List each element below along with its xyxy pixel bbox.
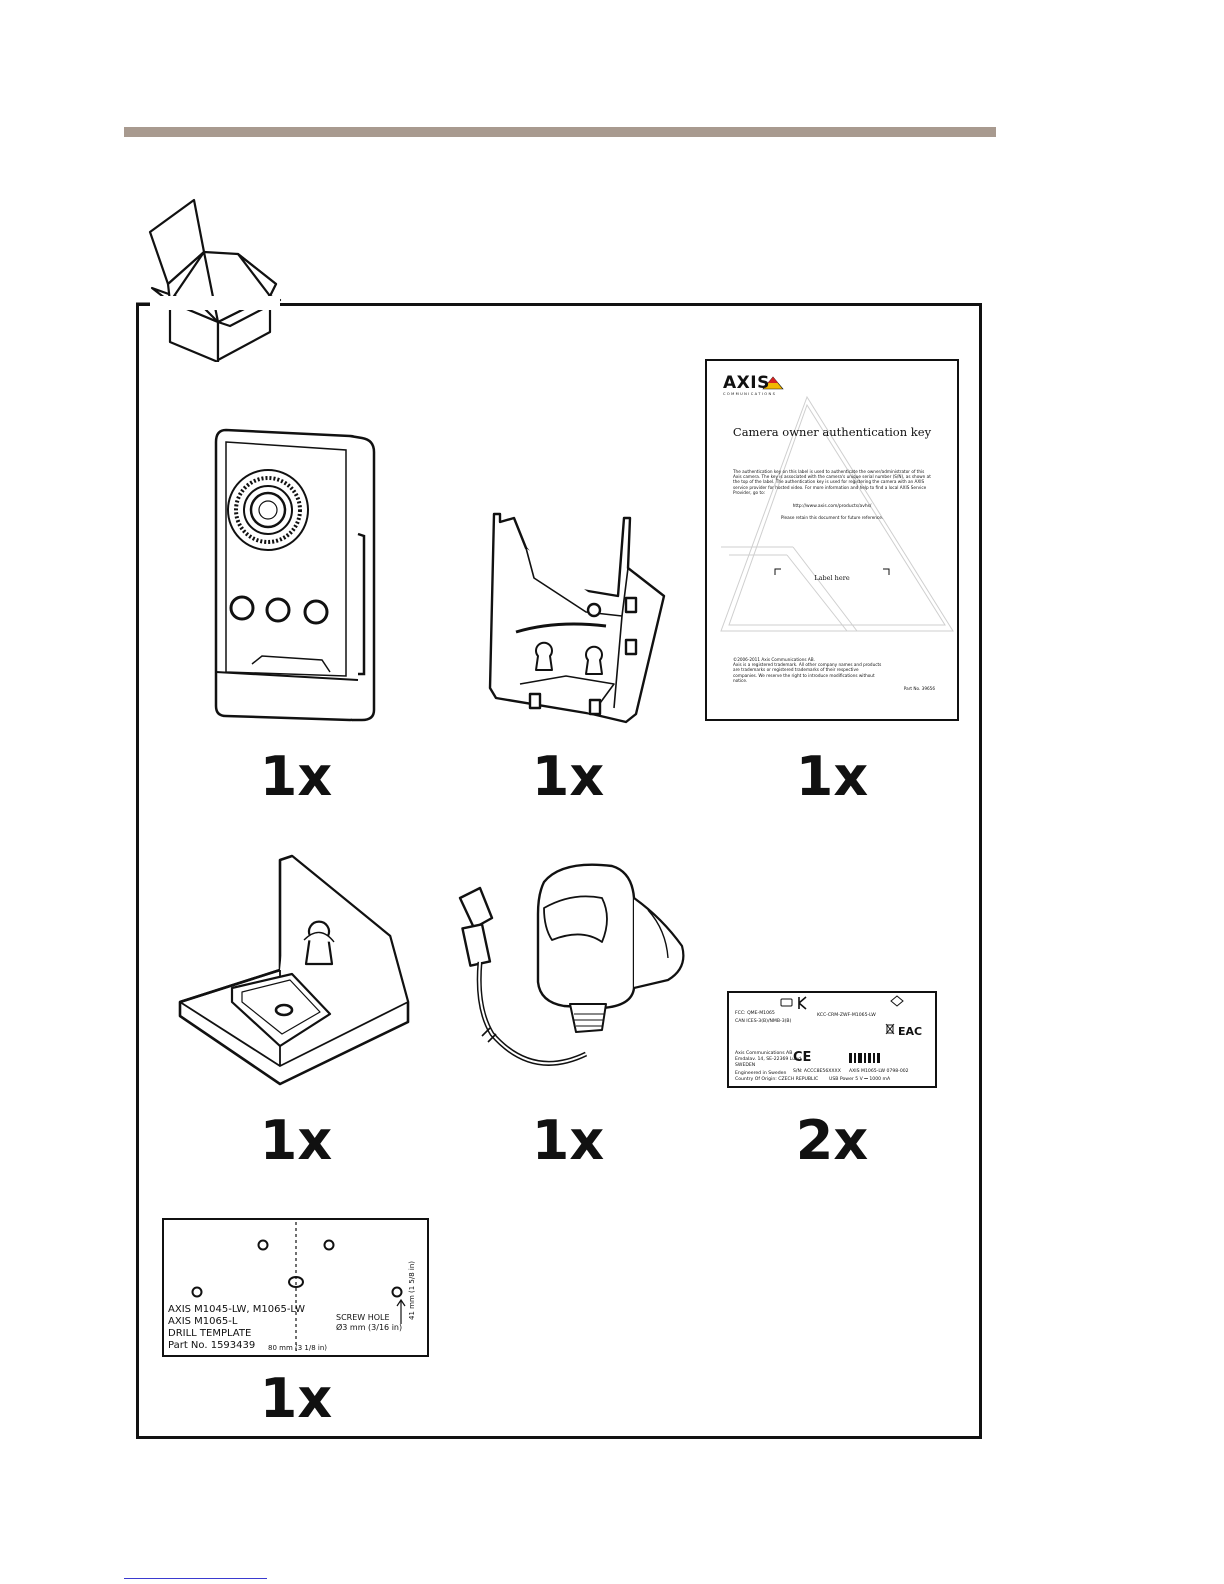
document-title: Camera owner authentication key (732, 425, 932, 439)
product-label-quantity: 2x (795, 1109, 869, 1172)
drill-width-dimension: 80 mm (3 1/8 in) (268, 1344, 328, 1352)
bracket-quantity: 1x (531, 745, 605, 808)
drill-template-quantity: 1x (259, 1367, 333, 1430)
label-fcc: FCC: QME-M1065 (735, 1011, 775, 1016)
stand-illustration (178, 854, 410, 1086)
label-kcc: KCC-CRM-ZWF-M1065-LW (817, 1013, 876, 1018)
drill-template-holes (191, 1222, 406, 1353)
document-url: http://www.axis.com/products/avhs/ (792, 504, 872, 509)
axis-logo-subtitle: COMMUNICATIONS (723, 392, 777, 396)
axis-watermark (720, 376, 954, 632)
camera-quantity: 1x (259, 745, 333, 808)
label-company: Axis Communications AB (735, 1051, 793, 1056)
drill-height-dimension: 41 mm (1 5/8 in) (408, 1260, 416, 1320)
drill-template-card: AXIS M1045-LW, M1065-LW AXIS M1065-L DRI… (162, 1218, 429, 1357)
svg-text:EAC: EAC (898, 1025, 922, 1038)
bracket-illustration (488, 512, 666, 724)
label-usb: USB Power 5 V ⎓ 1000 mA (829, 1077, 891, 1082)
document-retain-note: Please retain this document for future r… (780, 515, 884, 520)
document-copyright: ©2006-2011 Axis Communications AB. Axis … (733, 657, 882, 683)
package-contents-frame (136, 303, 982, 1439)
document-quantity: 1x (795, 745, 869, 808)
authentication-key-document: AXIS COMMUNICATIONS Camera owner authent… (705, 359, 959, 721)
power-adapter-quantity: 1x (531, 1109, 605, 1172)
document-body: The authentication key on this label is … (733, 469, 931, 495)
label-engineered: Engineered in Sweden (735, 1071, 787, 1076)
label-country: SWEDEN (735, 1063, 756, 1068)
axis-logo: AXIS (723, 373, 770, 393)
svg-text:CE: CE (793, 1050, 811, 1065)
label-model: AXIS M1065-LW 0798-002 (849, 1069, 909, 1074)
label-address: Emdalav. 14, SE-22369 Lund (735, 1057, 802, 1062)
stand-quantity: 1x (259, 1109, 333, 1172)
label-here-text: Label here (814, 574, 850, 582)
footer-link-rule (124, 1578, 267, 1579)
label-canada: CAN ICES-3(B)/NMB-3(B) (735, 1019, 792, 1024)
drill-template-title: AXIS M1045-LW, M1065-LW AXIS M1065-L DRI… (168, 1304, 305, 1351)
label-serial: S/N: ACCC8E56XXXX (793, 1069, 841, 1074)
label-origin: Country Of Origin: CZECH REPUBLIC (735, 1077, 819, 1082)
header-rule (124, 127, 996, 137)
product-label-sticker: FCC: QME-M1065 CAN ICES-3(B)/NMB-3(B) KC… (727, 991, 937, 1088)
camera-illustration (214, 428, 376, 722)
screw-hole-note: SCREW HOLE Ø3 mm (3/16 in) (336, 1313, 403, 1332)
power-adapter-illustration (458, 863, 685, 1066)
certification-marks-icon: EAC CE (780, 995, 922, 1065)
document-part-number: Part No. 39656 (903, 686, 935, 691)
